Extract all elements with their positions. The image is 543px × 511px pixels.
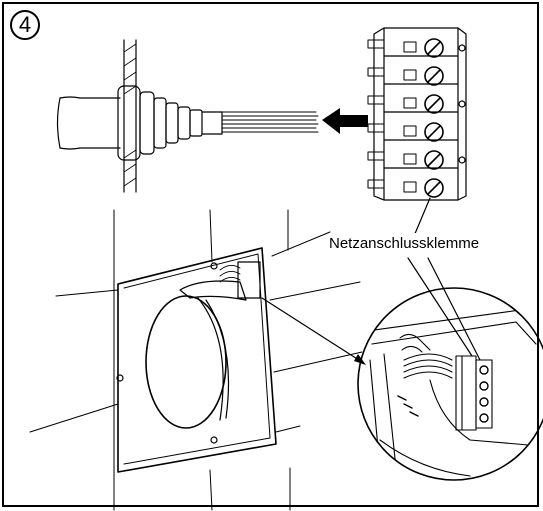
fan-housing [116, 247, 277, 473]
screw-terminal-icon [367, 27, 467, 201]
step-number: 4 [18, 12, 32, 37]
cable-grommet-illustration [56, 39, 319, 193]
terminal-callout-label: Netzanschlussklemme [329, 233, 480, 255]
arrow-left-icon [322, 108, 368, 134]
wall-tiles [29, 209, 363, 511]
detail-magnifier [357, 287, 543, 481]
step-number-badge: 4 [10, 10, 40, 40]
